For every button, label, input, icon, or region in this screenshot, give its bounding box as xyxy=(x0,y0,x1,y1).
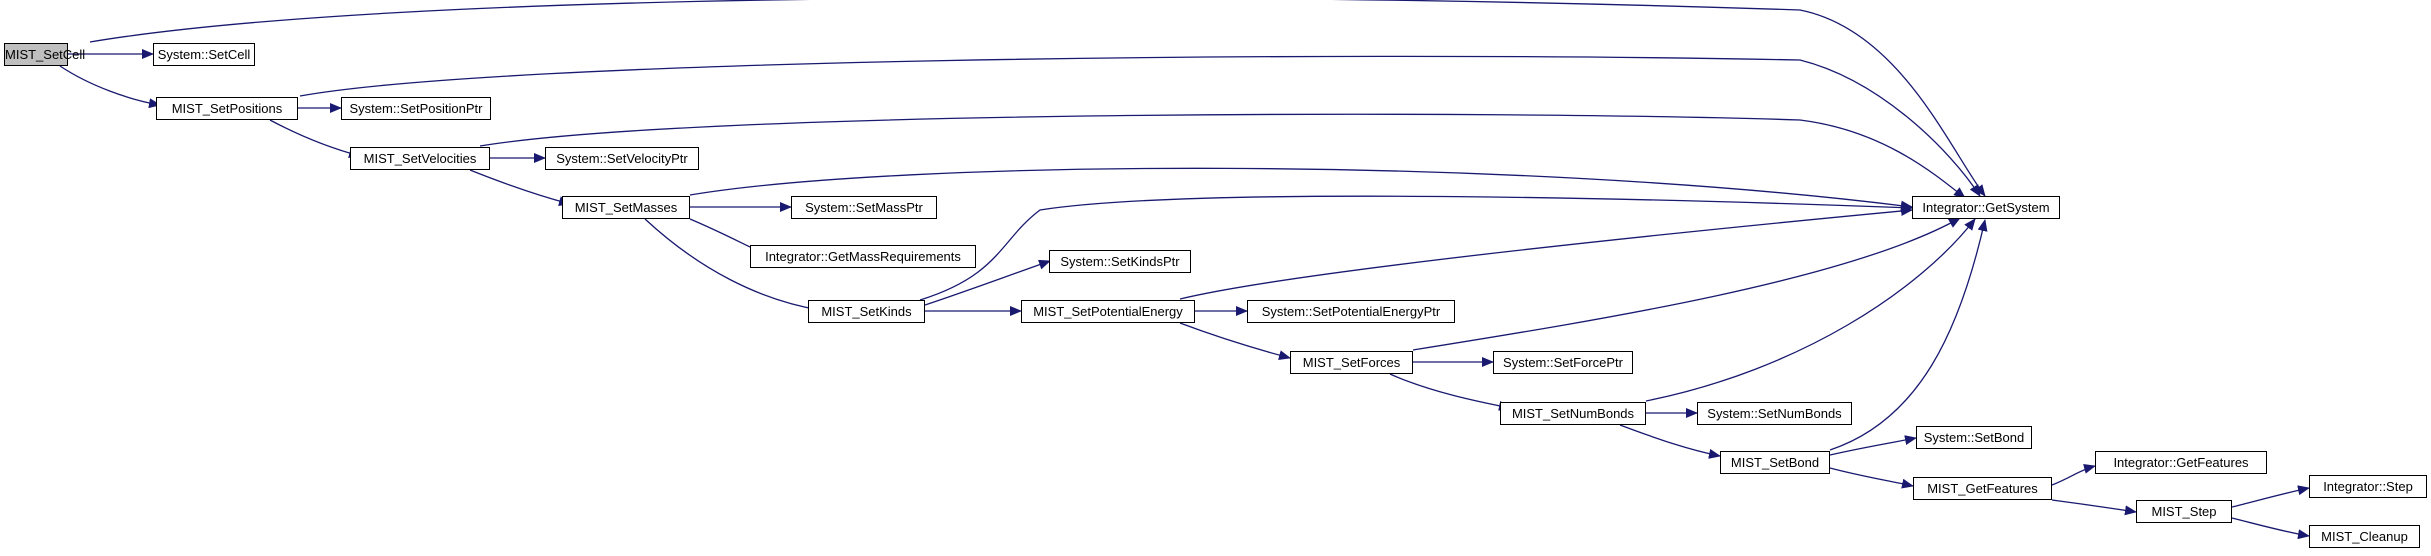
edge-step-cleanup xyxy=(2231,517,2310,540)
edge-setnumbonds-getsystem xyxy=(1645,218,1976,402)
edge-setmasses-getsystem xyxy=(689,167,1913,211)
node-system-setvelocityptr[interactable]: System::SetVelocityPtr xyxy=(545,147,699,170)
edge-getfeatures-step xyxy=(2051,499,2137,516)
edge-setbond-systemsetbond xyxy=(1829,435,1917,456)
node-system-setforceptr[interactable]: System::SetForcePtr xyxy=(1493,351,1633,374)
node-mist-step[interactable]: MIST_Step xyxy=(2136,500,2232,523)
edge-setbond-getsystem xyxy=(1829,219,1988,451)
node-mist-getfeatures[interactable]: MIST_GetFeatures xyxy=(1913,477,2052,500)
node-mist-setmasses[interactable]: MIST_SetMasses xyxy=(562,196,690,219)
node-mist-cleanup[interactable]: MIST_Cleanup xyxy=(2309,525,2420,548)
edge-setpotentialenergy-getsystem xyxy=(1179,206,1913,300)
node-mist-setvelocities[interactable]: MIST_SetVelocities xyxy=(350,147,490,170)
edge-setpositions-getsystem xyxy=(299,55,1981,197)
edge-step-integratorstep xyxy=(2231,485,2310,508)
node-integrator-getsystem[interactable]: Integrator::GetSystem xyxy=(1912,196,2060,219)
edge-setvelocities-setmasses xyxy=(469,169,571,206)
node-system-setmassptr[interactable]: System::SetMassPtr xyxy=(791,196,937,219)
edge-setpotentialenergy-setforces xyxy=(1179,322,1291,360)
node-integrator-getmassrequirements[interactable]: Integrator::GetMassRequirements xyxy=(750,245,976,268)
node-integrator-getfeatures[interactable]: Integrator::GetFeatures xyxy=(2095,451,2267,474)
node-system-setnumbonds[interactable]: System::SetNumBonds xyxy=(1697,402,1852,425)
node-mist-setcell[interactable]: MIST_SetCell xyxy=(4,43,85,66)
node-system-setpotentialenergyptr[interactable]: System::SetPotentialEnergyPtr xyxy=(1247,300,1455,323)
node-mist-setkinds[interactable]: MIST_SetKinds xyxy=(808,300,925,323)
edge-setvelocities-getsystem xyxy=(479,113,1966,199)
edge-setforces-setnumbonds xyxy=(1389,373,1511,411)
node-system-setcell[interactable]: System::SetCell xyxy=(153,43,255,66)
edge-setkinds-setkindsptr xyxy=(924,259,1051,306)
edge-setnumbonds-setbond xyxy=(1619,424,1721,459)
node-integrator-step[interactable]: Integrator::Step xyxy=(2309,475,2427,498)
node-mist-setpositions[interactable]: MIST_SetPositions xyxy=(156,97,298,120)
edge-setmasses-setkinds xyxy=(644,218,821,314)
edge-getfeatures-integratorgetfeatures xyxy=(2051,464,2096,486)
edge-setforces-getsystem xyxy=(1412,217,1961,351)
node-system-setkindsptr[interactable]: System::SetKindsPtr xyxy=(1049,250,1191,273)
node-mist-setpotentialenergy[interactable]: MIST_SetPotentialEnergy xyxy=(1021,300,1195,323)
edge-setkinds-getsystem xyxy=(919,195,1913,301)
node-mist-setnumbonds[interactable]: MIST_SetNumBonds xyxy=(1500,402,1646,425)
node-system-setbond[interactable]: System::SetBond xyxy=(1916,426,2032,449)
node-mist-setbond[interactable]: MIST_SetBond xyxy=(1720,451,1830,474)
node-mist-setforces[interactable]: MIST_SetForces xyxy=(1290,351,1413,374)
edge-setpositions-setvelocities xyxy=(269,119,361,158)
edge-setcell-setpositions xyxy=(59,65,161,109)
node-system-setpositionptr[interactable]: System::SetPositionPtr xyxy=(341,97,491,120)
edge-setbond-getfeatures xyxy=(1829,467,1914,489)
edge-setcell-getsystem xyxy=(89,0,1986,197)
